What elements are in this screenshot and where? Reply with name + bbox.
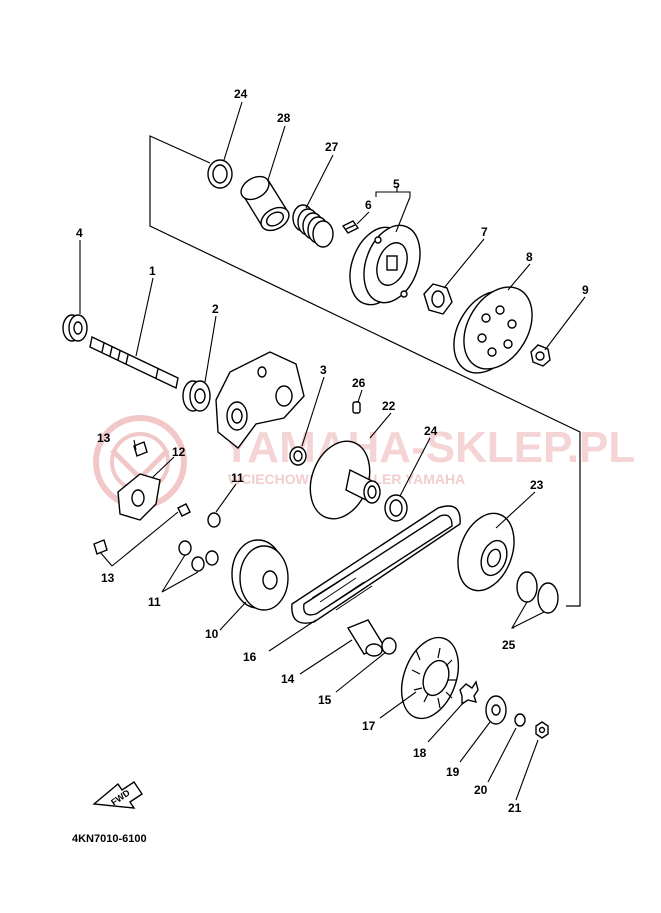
callout-24-lower: 24	[424, 424, 438, 438]
part-15-washer	[381, 637, 397, 655]
part-23-sheave	[457, 512, 515, 592]
part-17-fan-pulley	[400, 636, 460, 720]
part-1-shaft	[89, 335, 179, 390]
callout-19: 19	[446, 765, 460, 779]
watermark: YAMAHA-SKLEP.PL WCIECHOWSKI | DEALER YAM…	[93, 415, 635, 509]
callout-1: 1	[149, 264, 156, 278]
part-5-clutch-carrier	[349, 224, 421, 306]
callout-22: 22	[382, 399, 396, 413]
part-18-star-washer	[459, 680, 479, 706]
callout-17: 17	[362, 719, 376, 733]
part-11-roller-d	[205, 550, 219, 566]
callout-10: 10	[205, 627, 219, 641]
part-11-roller-c	[191, 556, 205, 572]
callout-13-bottom: 13	[101, 571, 115, 585]
callout-25: 25	[502, 638, 516, 652]
part-28-sleeve	[240, 175, 290, 232]
part-24-washer-upper	[207, 159, 233, 189]
watermark-main-text: YAMAHA-SKLEP.PL	[222, 423, 635, 472]
part-19-plate	[485, 695, 507, 725]
part-6-pin	[341, 220, 360, 234]
callout-labels: 24 28 27 5 6 7 8 9 4 1 2 3 26 22 24 23 2…	[76, 87, 589, 815]
part-14-collar	[346, 619, 386, 657]
callout-28: 28	[277, 111, 291, 125]
gear-case-cover	[215, 351, 305, 449]
assembly-boundary-line	[149, 135, 581, 607]
part-11-roller-a	[207, 512, 221, 528]
leader-lines	[79, 101, 586, 801]
part-3-washer	[289, 446, 307, 466]
callout-11-bottom: 11	[148, 595, 161, 609]
callout-26: 26	[352, 376, 366, 390]
callout-14: 14	[281, 672, 295, 686]
part-4-bearing	[62, 314, 88, 342]
part-7-nut	[423, 283, 453, 315]
callout-7: 7	[481, 225, 488, 239]
callout-11-top: 11	[231, 471, 244, 485]
callout-20: 20	[474, 783, 488, 797]
part-2-bearing	[182, 380, 211, 412]
part-21-nut	[535, 721, 549, 739]
callout-16: 16	[243, 650, 257, 664]
part-20-washer	[514, 713, 526, 727]
callout-3: 3	[320, 363, 327, 377]
callout-12: 12	[172, 445, 186, 459]
part-27-spring	[292, 204, 334, 248]
part-11-roller-b	[178, 540, 192, 556]
callout-4: 4	[76, 226, 83, 240]
callout-9: 9	[582, 283, 589, 297]
part-9-nut	[530, 344, 551, 367]
callout-24-top: 24	[234, 87, 248, 101]
part-8-clutch-housing	[453, 286, 533, 374]
callout-13-top: 13	[97, 431, 111, 445]
callout-18: 18	[413, 746, 427, 760]
part-13-slider-left	[93, 539, 108, 555]
callout-6: 6	[365, 198, 372, 212]
part-16-v-belt	[291, 505, 461, 624]
part-13-slider-right	[177, 503, 191, 517]
diagram-code: 4KN7010-6100	[72, 833, 147, 845]
part-22-secondary-sheave	[309, 440, 381, 520]
callout-21: 21	[508, 801, 522, 815]
part-24-washer-lower	[384, 494, 408, 522]
callout-5: 5	[393, 177, 400, 191]
part-25-o-rings	[516, 571, 559, 614]
part-10-primary-sheave	[231, 539, 289, 611]
part-13-slider-upper	[133, 441, 148, 457]
part-12-cam-plate	[117, 473, 161, 521]
part-26-pin	[352, 401, 361, 414]
callout-8: 8	[526, 250, 533, 264]
callout-23: 23	[530, 478, 544, 492]
callout-2: 2	[212, 302, 219, 316]
callout-27: 27	[325, 140, 339, 154]
forward-direction-badge: FWD	[92, 781, 143, 809]
callout-15: 15	[318, 693, 332, 707]
